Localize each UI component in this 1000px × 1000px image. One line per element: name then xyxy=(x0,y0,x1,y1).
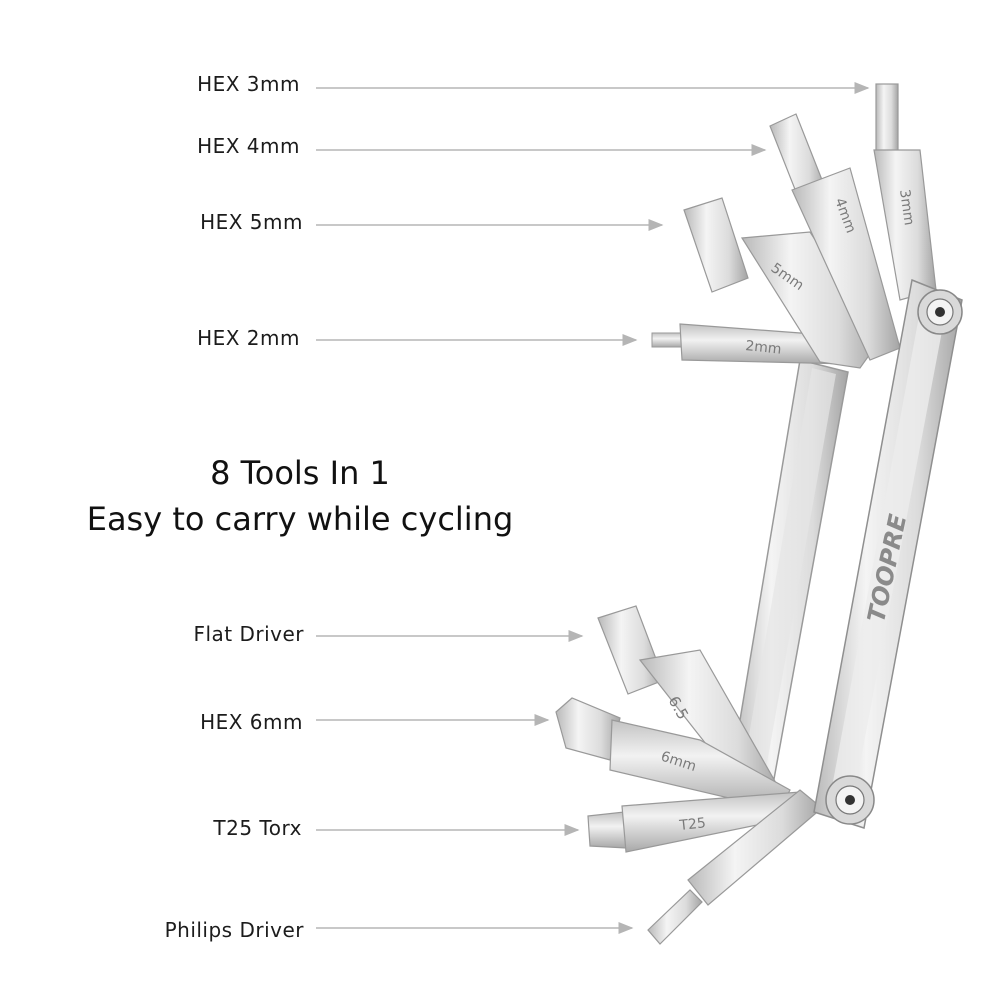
pointer-arrows xyxy=(316,82,870,934)
label-t25-torx: T25 Torx xyxy=(213,816,302,840)
pivot-bolt-top xyxy=(917,289,963,335)
side-plate-front: TOOPRE xyxy=(813,278,963,829)
label-hex-2mm: HEX 2mm xyxy=(197,326,300,350)
bottom-bits: 6.5 6mm T25 xyxy=(555,605,823,945)
pivot-bolt-bottom xyxy=(825,775,875,825)
label-hex-6mm: HEX 6mm xyxy=(200,710,303,734)
headline-line-1: 8 Tools In 1 xyxy=(210,454,390,492)
label-hex-5mm: HEX 5mm xyxy=(200,210,303,234)
bit-torx: T25 xyxy=(587,791,811,853)
label-hex-4mm: HEX 4mm xyxy=(197,134,300,158)
label-flat-driver: Flat Driver xyxy=(193,622,304,646)
label-philips-driver: Philips Driver xyxy=(164,918,304,942)
bit-flat: 6.5 xyxy=(597,605,781,801)
top-bits: 2mm 5mm 4mm 3mm xyxy=(651,83,937,369)
bit-marking-hex3: 3mm xyxy=(896,188,917,226)
bit-marking-torx: T25 xyxy=(678,815,707,834)
bit-marking-hex2: 2mm xyxy=(745,338,783,358)
bit-hex3: 3mm xyxy=(873,83,937,301)
headline-line-2: Easy to carry while cycling xyxy=(86,500,514,539)
label-hex-3mm: HEX 3mm xyxy=(197,72,300,96)
headline: 8 Tools In 1 Easy to carry while cycling xyxy=(40,450,560,543)
